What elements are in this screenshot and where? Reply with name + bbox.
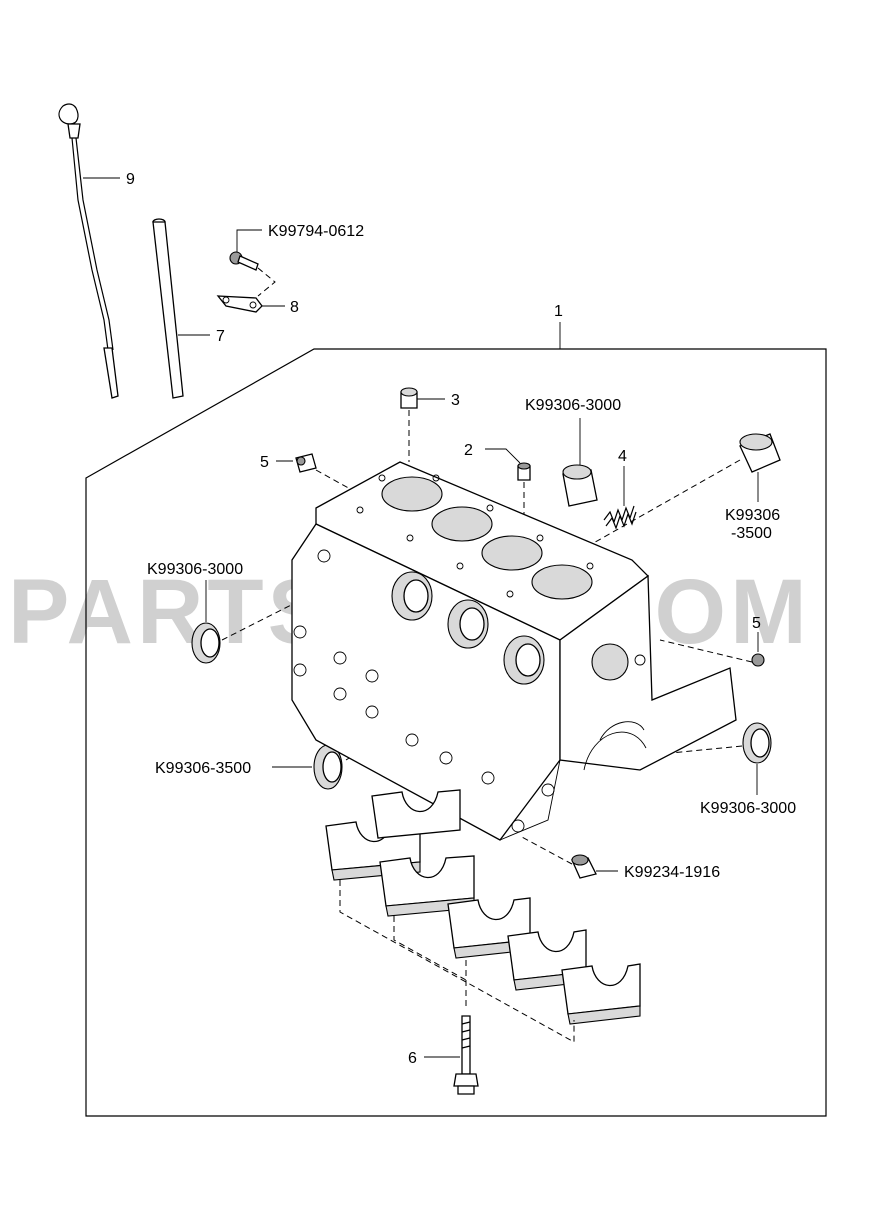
main-bearing-bolt-part[interactable] [453,1015,479,1095]
dash-k99234-1916 [519,835,573,865]
dash-bolt-to-bracket [257,267,276,297]
callout-8[interactable]: 8 [290,299,299,316]
dash-caps-lower [339,880,575,1043]
callout-7[interactable]: 7 [216,328,225,345]
callout-4[interactable]: 4 [618,448,627,465]
callout-5-left[interactable]: 5 [260,454,269,471]
leader-k99794-0612 [236,229,262,252]
bearing-cap-3-part[interactable] [379,855,475,917]
plug-right-k99306-3500-part[interactable] [739,433,781,473]
assembly-frame [85,348,827,1117]
callout-6[interactable]: 6 [408,1050,417,1067]
callout-k99794-0612[interactable]: K99794-0612 [268,223,364,240]
plug-5-left-part[interactable] [295,453,317,473]
callout-k99306-3500-left[interactable]: K99306-3500 [155,760,251,777]
bore-4 [531,564,593,600]
spring-4-part[interactable] [603,505,637,530]
callout-k99306-3000-right[interactable]: K99306-3000 [700,800,796,817]
dipstick-tube-part[interactable] [152,218,184,399]
bearing-cap-6-part[interactable] [561,963,641,1025]
dowel-3-part[interactable] [400,387,418,409]
dowel-k99234-1916-part[interactable] [571,854,597,879]
plug-5-right-part[interactable] [751,653,765,667]
bearing-cap-2-part[interactable] [371,789,461,839]
callout-2[interactable]: 2 [464,442,473,459]
callout-k99306-3000-top[interactable]: K99306-3000 [525,397,621,414]
bore-3 [481,535,543,571]
callout-k99306-3500-right-line1[interactable]: K99306 [725,507,780,524]
bore-2 [431,506,493,542]
dash-plug-right [589,459,741,546]
dash-5-right [659,639,753,663]
bolt-k99794-0612-part[interactable] [229,251,259,271]
dipstick-part[interactable] [58,103,119,399]
seal-left-k99306-3000-part[interactable] [191,622,221,664]
callout-k99306-3000-left[interactable]: K99306-3000 [147,561,243,578]
callout-3[interactable]: 3 [451,392,460,409]
callout-9[interactable]: 9 [126,171,135,188]
callout-k99306-3500-right-line2[interactable]: -3500 [731,525,772,542]
dash-caps-mid [393,916,467,981]
dowel-2-part[interactable] [517,462,531,481]
callout-k99234-1916[interactable]: K99234-1916 [624,864,720,881]
leader-2 [485,448,521,464]
plug-top-k99306-3000-part[interactable] [562,464,598,507]
cylinder-block-part[interactable] [291,461,737,841]
bracket-part[interactable] [216,295,263,313]
callout-1[interactable]: 1 [554,303,563,320]
callout-5-right[interactable]: 5 [752,615,761,632]
dash-5-left [315,469,353,491]
bore-1 [381,476,443,512]
seal-right-k99306-3000-part[interactable] [742,722,772,764]
